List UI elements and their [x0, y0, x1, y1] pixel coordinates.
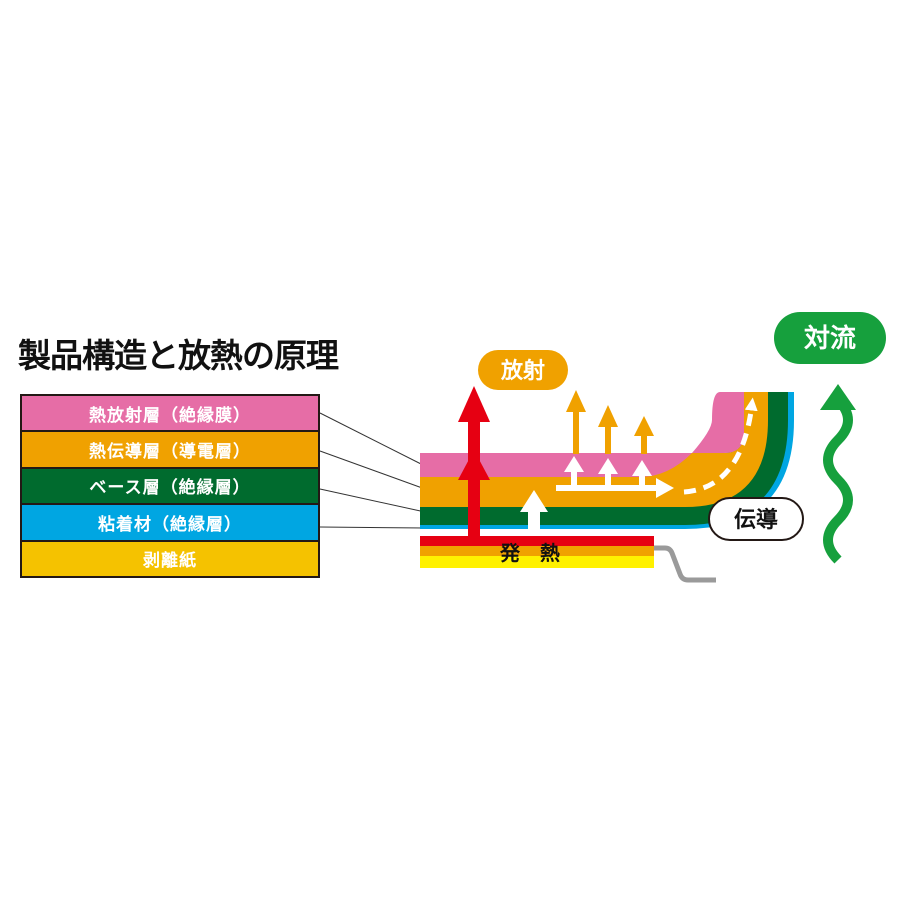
convection-arrow-head	[820, 384, 856, 410]
radiation-badge: 放射	[478, 350, 568, 390]
radiation-arrows	[566, 390, 654, 454]
conduction-badge: 伝導	[708, 497, 804, 541]
layer-legend-radiation-layer: 熱放射層（絶縁膜）	[20, 394, 320, 433]
leader-line-2	[319, 450, 426, 490]
base-substrate-line	[652, 545, 716, 583]
layer-legend-release-paper: 剥離紙	[20, 539, 320, 578]
white-small-arrow-2	[598, 458, 618, 488]
conduction-curve-arrow	[683, 397, 758, 495]
heat-source-red-band	[420, 536, 654, 546]
radiation-layer-band	[420, 392, 744, 477]
heat-label: 発 熱	[499, 541, 560, 565]
leader-line-3	[319, 488, 426, 513]
layer-legend-base-layer: ベース層（絶縁層）	[20, 466, 320, 506]
white-small-arrow-3	[632, 460, 652, 488]
white-horizontal-arrow	[556, 478, 674, 498]
convection-label: 対流	[804, 324, 856, 354]
leader-line-1	[319, 412, 426, 467]
layer-legend: 熱放射層（絶縁膜） 熱伝導層（導電層） ベース層（絶縁層） 粘着材（絶縁層） 剥…	[20, 394, 320, 578]
red-heat-arrow	[458, 386, 490, 536]
white-small-arrow-1	[564, 456, 584, 488]
radiation-arrow-3	[634, 416, 654, 454]
radiation-arrow-2	[598, 405, 618, 454]
heat-source-orange-band	[420, 546, 654, 556]
leader-line-4	[319, 526, 426, 529]
white-conduction-arrows	[556, 456, 674, 498]
leader-lines	[319, 412, 426, 529]
convection-wave-arrow	[823, 396, 853, 564]
radiation-label: 放射	[500, 358, 545, 384]
white-up-arrow	[520, 490, 548, 536]
conduction-label: 伝導	[734, 507, 778, 533]
radiation-arrow-1	[566, 390, 586, 454]
conduction-layer-band	[420, 392, 768, 507]
page-title: 製品構造と放熱の原理	[18, 336, 339, 375]
heat-source-yellow-band	[420, 556, 654, 568]
convection-badge: 対流	[774, 312, 886, 364]
